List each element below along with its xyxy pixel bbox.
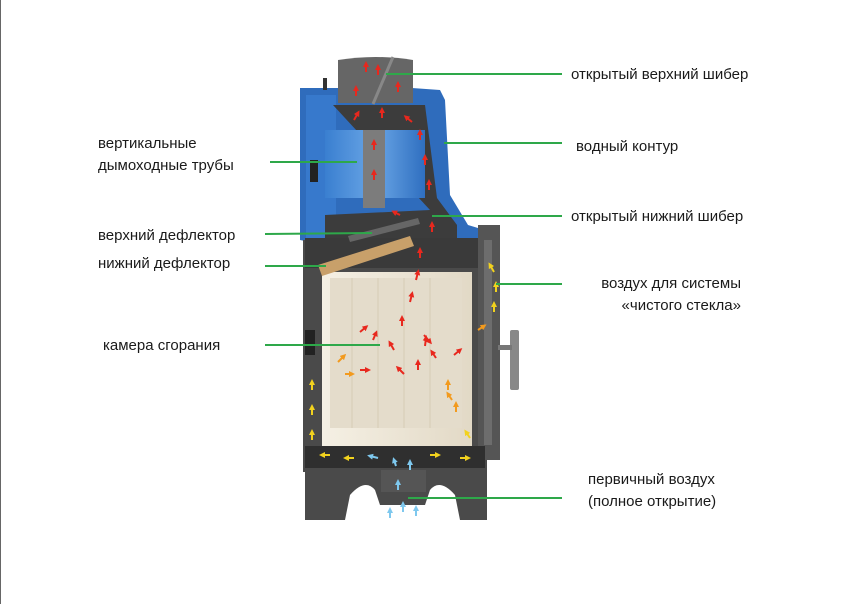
- label-clean-glass-air-line1: воздух для системы: [601, 275, 741, 292]
- label-lower-deflector: нижний дефлектор: [98, 255, 231, 272]
- label-clean-glass-air: воздух для системы «чистого стекла»: [601, 273, 741, 317]
- hot-gas-arrows: [353, 61, 463, 375]
- label-vertical-flues-line1: вертикальные: [98, 135, 197, 152]
- label-primary-air: первичный воздух (полное открытие): [588, 469, 716, 513]
- primary-air-inlet: [381, 470, 426, 492]
- label-upper-damper: открытый верхний шибер: [571, 66, 749, 83]
- label-primary-air-line2: (полное открытие): [588, 493, 717, 510]
- label-primary-air-line1: первичный воздух: [588, 471, 715, 488]
- page-border: [0, 0, 1, 604]
- upper-damper-plate: [371, 56, 395, 105]
- label-vertical-flues: вертикальные дымоходные трубы: [98, 133, 234, 177]
- support-legs: [305, 468, 487, 520]
- warm-air-arrows: [337, 324, 487, 412]
- leader-lines: [264, 73, 562, 499]
- label-lower-damper: открытый нижний шибер: [571, 208, 744, 225]
- primary-air-arrows: [367, 453, 419, 518]
- label-upper-deflector: верхний дефлектор: [98, 227, 236, 244]
- label-clean-glass-air-line2: «чистого стекла»: [621, 297, 741, 314]
- label-vertical-flues-line2: дымоходные трубы: [98, 157, 234, 174]
- label-water-jacket: водный контур: [576, 138, 679, 155]
- label-combustion-chamber: камера сгорания: [103, 337, 221, 354]
- lower-deflector-plate: [318, 236, 414, 276]
- clean-glass-air-arrows: [309, 262, 499, 461]
- door-handle: [510, 330, 519, 390]
- upper-deflector-plate: [348, 218, 420, 242]
